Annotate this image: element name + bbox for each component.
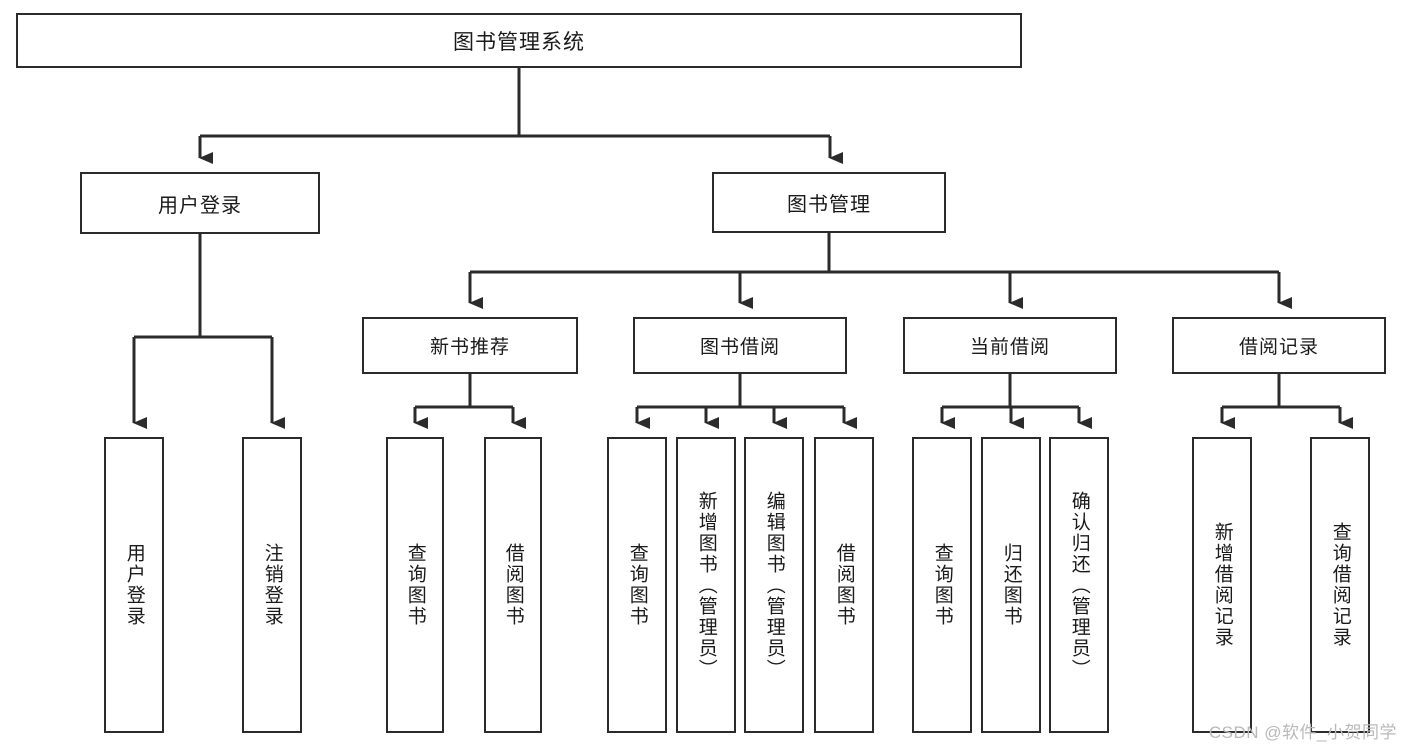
- node-leaf-borrow-book-1[interactable]: 借阅图书: [484, 437, 542, 733]
- node-leaf-query-book-1[interactable]: 查询图书: [386, 437, 444, 733]
- node-leaf-confirm-return-admin-label: 确认归还（管理员）: [1068, 490, 1090, 680]
- node-book-borrow-label: 图书借阅: [699, 337, 780, 358]
- node-current-borrow[interactable]: 当前借阅: [903, 317, 1117, 374]
- node-leaf-logout-login[interactable]: 注销登录: [242, 437, 302, 733]
- node-book-manage[interactable]: 图书管理: [712, 172, 946, 233]
- node-leaf-edit-book-admin-label: 编辑图书（管理员）: [763, 490, 785, 680]
- node-leaf-query-borrow-record[interactable]: 查询借阅记录: [1310, 437, 1370, 733]
- node-leaf-query-borrow-record-label: 查询借阅记录: [1329, 522, 1351, 648]
- node-leaf-borrow-book-2[interactable]: 借阅图书: [814, 437, 874, 733]
- csdn-watermark: CSDN @软件_小贺同学: [1208, 723, 1397, 742]
- node-new-book-recommend[interactable]: 新书推荐: [362, 317, 578, 374]
- node-leaf-query-book-1-label: 查询图书: [404, 543, 426, 627]
- node-book-manage-label: 图书管理: [787, 194, 871, 216]
- node-borrow-record[interactable]: 借阅记录: [1172, 317, 1386, 374]
- node-leaf-query-book-3[interactable]: 查询图书: [912, 437, 972, 733]
- node-leaf-add-book-admin-label: 新增图书（管理员）: [695, 490, 717, 680]
- node-borrow-record-label: 借阅记录: [1238, 337, 1319, 358]
- node-leaf-query-book-2-label: 查询图书: [626, 543, 648, 627]
- node-book-borrow[interactable]: 图书借阅: [633, 317, 847, 374]
- node-leaf-user-login[interactable]: 用户登录: [104, 437, 164, 733]
- node-user-login[interactable]: 用户登录: [80, 172, 320, 234]
- node-root[interactable]: 图书管理系统: [16, 13, 1022, 68]
- node-leaf-add-book-admin[interactable]: 新增图书（管理员）: [676, 437, 736, 733]
- node-leaf-return-book-label: 归还图书: [1000, 543, 1022, 627]
- node-current-borrow-label: 当前借阅: [969, 337, 1050, 358]
- node-leaf-add-borrow-record-label: 新增借阅记录: [1211, 522, 1233, 648]
- node-leaf-user-login-label: 用户登录: [123, 543, 145, 627]
- node-leaf-confirm-return-admin[interactable]: 确认归还（管理员）: [1049, 437, 1109, 733]
- node-leaf-return-book[interactable]: 归还图书: [981, 437, 1041, 733]
- node-leaf-borrow-book-2-label: 借阅图书: [833, 543, 855, 627]
- node-new-book-recommend-label: 新书推荐: [429, 337, 510, 358]
- node-root-label: 图书管理系统: [453, 30, 585, 54]
- node-leaf-query-book-2[interactable]: 查询图书: [607, 437, 667, 733]
- node-leaf-add-borrow-record[interactable]: 新增借阅记录: [1192, 437, 1252, 733]
- node-leaf-borrow-book-1-label: 借阅图书: [502, 543, 524, 627]
- node-user-login-label: 用户登录: [158, 194, 242, 217]
- node-leaf-logout-login-label: 注销登录: [261, 543, 283, 627]
- node-leaf-edit-book-admin[interactable]: 编辑图书（管理员）: [744, 437, 804, 733]
- node-leaf-query-book-3-label: 查询图书: [931, 543, 953, 627]
